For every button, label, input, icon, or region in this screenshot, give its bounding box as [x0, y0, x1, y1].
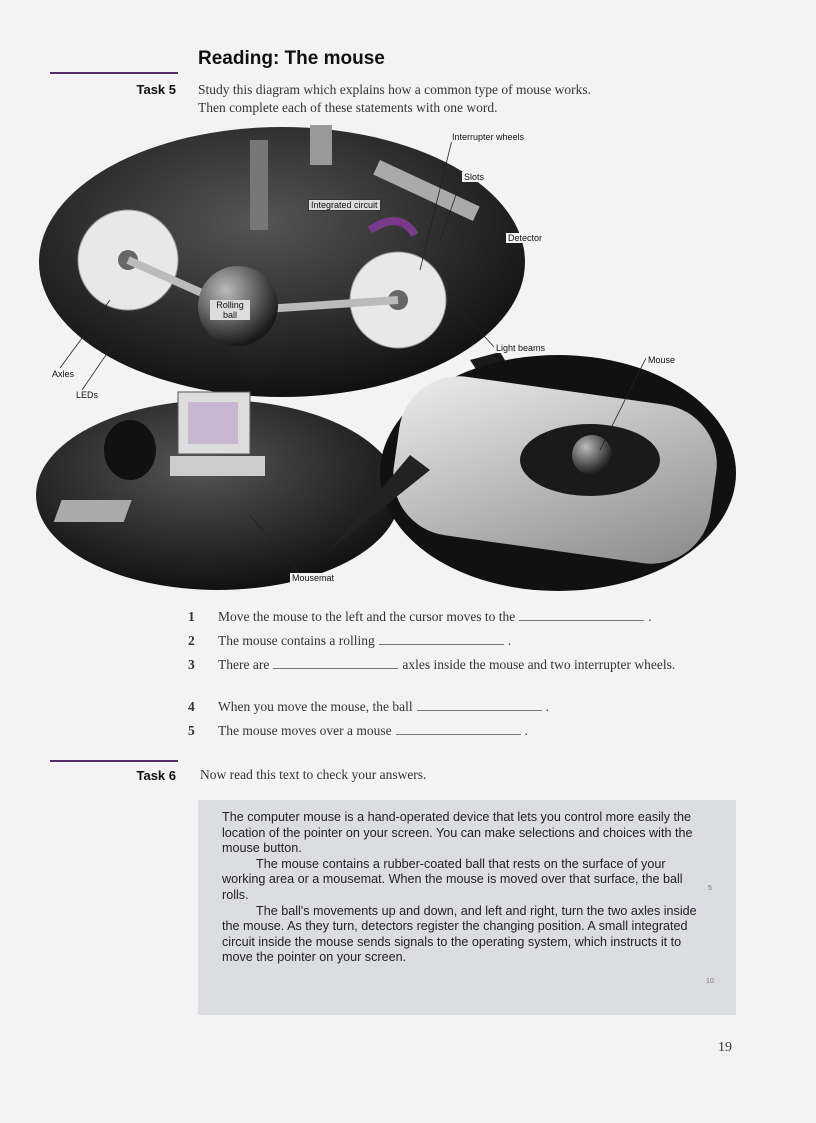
instruction-line: Study this diagram which explains how a …	[198, 82, 591, 97]
task6-label: Task 6	[136, 768, 176, 783]
label-mouse: Mouse	[646, 355, 678, 365]
label-rolling-ball: Rolling ball	[210, 300, 250, 320]
task5-instructions: Study this diagram which explains how a …	[198, 81, 591, 117]
label-interrupter-wheels: Interrupter wheels	[450, 132, 527, 142]
label-axles: Axles	[50, 369, 77, 379]
question-end: .	[648, 609, 652, 624]
question-number: 2	[188, 633, 195, 648]
question-number: 4	[188, 699, 195, 714]
task5-label: Task 5	[136, 82, 176, 97]
task6-instructions: Now read this text to check your answers…	[200, 767, 427, 782]
label-leds: LEDs	[74, 390, 101, 400]
answer-blank[interactable]	[273, 656, 399, 669]
task6-rule	[50, 760, 178, 762]
answer-blank[interactable]	[395, 722, 521, 735]
label-integrated-circuit: Integrated circuit	[308, 199, 381, 211]
page-number: 19	[718, 1040, 732, 1055]
question-3: 3 There are axles inside the mouse and tw…	[188, 656, 748, 696]
computer-user-view	[36, 391, 400, 590]
question-end: .	[524, 723, 528, 738]
question-number: 5	[188, 723, 195, 738]
label-mousemat: Mousemat	[290, 573, 337, 583]
question-end: .	[507, 633, 512, 648]
question-end: .	[545, 699, 549, 714]
mouse-diagram	[36, 125, 736, 591]
question-end: axles inside the mouse and two interrupt…	[402, 657, 676, 672]
label-detector: Detector	[506, 233, 545, 243]
answer-blank[interactable]	[378, 632, 504, 645]
question-text: When you move the mouse, the ball	[218, 699, 413, 714]
question-2: 2 The mouse contains a rolling.	[188, 632, 748, 652]
page-title: Reading: The mouse	[198, 48, 385, 69]
question-text: Move the mouse to the left and the curso…	[218, 609, 516, 624]
question-text: The mouse moves over a mouse	[218, 723, 392, 738]
label-slots: Slots	[462, 172, 487, 182]
paragraph-3: The ball's movements up and down, and le…	[222, 903, 697, 965]
pointer-callout	[330, 455, 430, 550]
label-light-beams: Light beams	[494, 343, 548, 353]
paragraph-1: The computer mouse is a hand-operated de…	[222, 810, 693, 856]
paragraph-2: The mouse contains a rubber-coated ball …	[222, 856, 683, 902]
answer-blank[interactable]	[416, 698, 542, 711]
question-text: There are	[218, 657, 270, 672]
answer-blank[interactable]	[519, 608, 645, 621]
instruction-line: Then complete each of these statements w…	[198, 100, 498, 115]
question-1: 1 Move the mouse to the left and the cur…	[188, 608, 748, 628]
task5-rule	[50, 72, 178, 74]
question-4: 4 When you move the mouse, the ball.	[188, 698, 748, 718]
line-number-5: 5	[708, 885, 712, 892]
reading-text-box: The computer mouse is a hand-operated de…	[198, 800, 736, 1015]
question-number: 3	[188, 657, 195, 672]
question-number: 1	[188, 609, 195, 624]
mouse-closeup-view	[380, 355, 736, 591]
line-number-10: 10	[706, 978, 714, 985]
question-5: 5 The mouse moves over a mouse.	[188, 722, 748, 742]
question-text: The mouse contains a rolling	[218, 633, 375, 648]
